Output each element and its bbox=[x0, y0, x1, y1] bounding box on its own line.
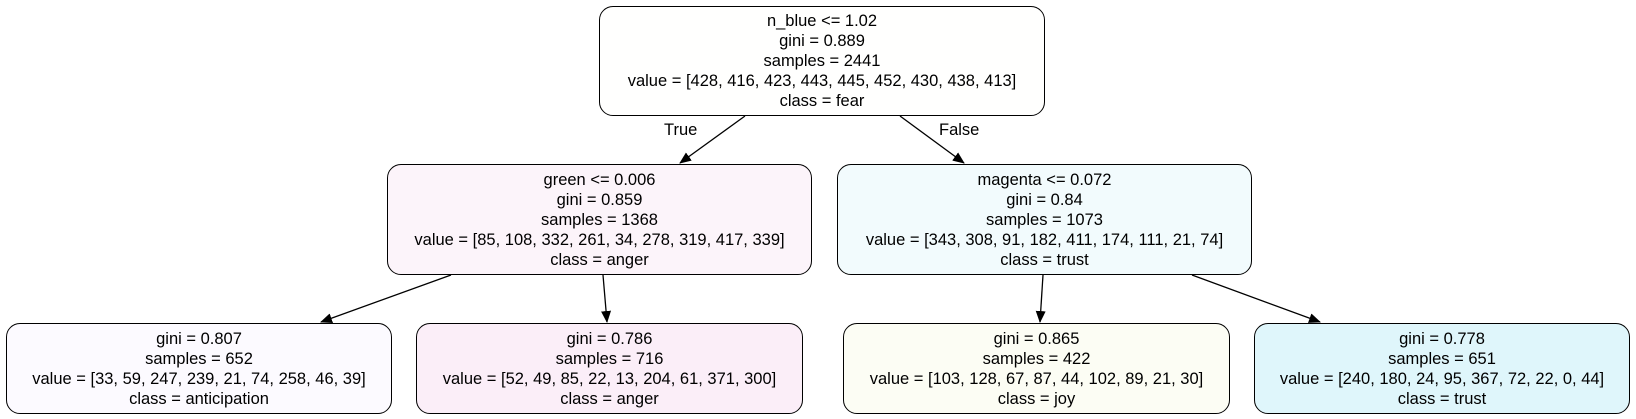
node-value: value = [52, 49, 85, 22, 13, 204, 61, 37… bbox=[442, 369, 777, 388]
node-value: value = [428, 416, 423, 443, 445, 452, 4… bbox=[627, 72, 1017, 90]
edge-label-false: False bbox=[939, 121, 980, 139]
node-class: class = joy bbox=[997, 389, 1076, 408]
edge-right-to-right-left bbox=[1035, 274, 1046, 323]
node-leaf-trust: gini = 0.778 samples = 651 value = [240,… bbox=[1254, 323, 1630, 414]
node-samples: samples = 716 bbox=[555, 349, 664, 368]
node-gini: gini = 0.859 bbox=[556, 190, 643, 209]
edge-right-to-right-right bbox=[1191, 274, 1321, 323]
node-samples: samples = 2441 bbox=[763, 52, 881, 70]
node-class: class = anticipation bbox=[129, 389, 269, 408]
node-split: n_blue <= 1.02 bbox=[766, 12, 878, 30]
node-gini: gini = 0.807 bbox=[156, 329, 242, 348]
node-root: n_blue <= 1.02 gini = 0.889 samples = 24… bbox=[599, 6, 1045, 116]
node-gini: gini = 0.84 bbox=[1006, 190, 1083, 209]
node-value: value = [85, 108, 332, 261, 34, 278, 319… bbox=[414, 230, 785, 249]
node-gini: gini = 0.865 bbox=[993, 329, 1080, 348]
node-value: value = [240, 180, 24, 95, 367, 72, 22, … bbox=[1279, 369, 1605, 388]
node-class: class = anger bbox=[560, 389, 659, 408]
node-split: green <= 0.006 bbox=[543, 170, 656, 189]
node-value: value = [103, 128, 67, 87, 44, 102, 89, … bbox=[869, 369, 1204, 388]
node-gini: gini = 0.786 bbox=[566, 329, 653, 348]
edge-root-to-left bbox=[679, 115, 746, 164]
node-class: class = trust bbox=[1000, 250, 1089, 269]
node-class: class = anger bbox=[550, 250, 649, 269]
node-leaf-anticipation: gini = 0.807 samples = 652 value = [33, … bbox=[6, 323, 392, 414]
edge-root-to-right bbox=[899, 115, 965, 164]
node-leaf-joy: gini = 0.865 samples = 422 value = [103,… bbox=[843, 323, 1230, 414]
node-gini: gini = 0.889 bbox=[779, 32, 865, 50]
edge-left-to-left-right bbox=[601, 274, 612, 323]
node-class: class = trust bbox=[1397, 389, 1487, 408]
node-class: class = fear bbox=[779, 92, 865, 110]
node-samples: samples = 422 bbox=[982, 349, 1091, 368]
node-right: magenta <= 0.072 gini = 0.84 samples = 1… bbox=[837, 164, 1252, 275]
node-value: value = [343, 308, 91, 182, 411, 174, 11… bbox=[865, 230, 1224, 249]
node-samples: samples = 1073 bbox=[986, 210, 1103, 229]
node-samples: samples = 652 bbox=[145, 349, 253, 368]
node-value: value = [33, 59, 247, 239, 21, 74, 258, … bbox=[32, 369, 366, 388]
node-samples: samples = 651 bbox=[1388, 349, 1496, 368]
edge-label-true: True bbox=[664, 121, 698, 139]
node-leaf-anger: gini = 0.786 samples = 716 value = [52, … bbox=[416, 323, 803, 414]
edge-left-to-left-left bbox=[320, 274, 452, 323]
node-gini: gini = 0.778 bbox=[1399, 329, 1485, 348]
node-samples: samples = 1368 bbox=[541, 210, 658, 229]
node-left: green <= 0.006 gini = 0.859 samples = 13… bbox=[387, 164, 812, 275]
node-split: magenta <= 0.072 bbox=[977, 170, 1112, 189]
